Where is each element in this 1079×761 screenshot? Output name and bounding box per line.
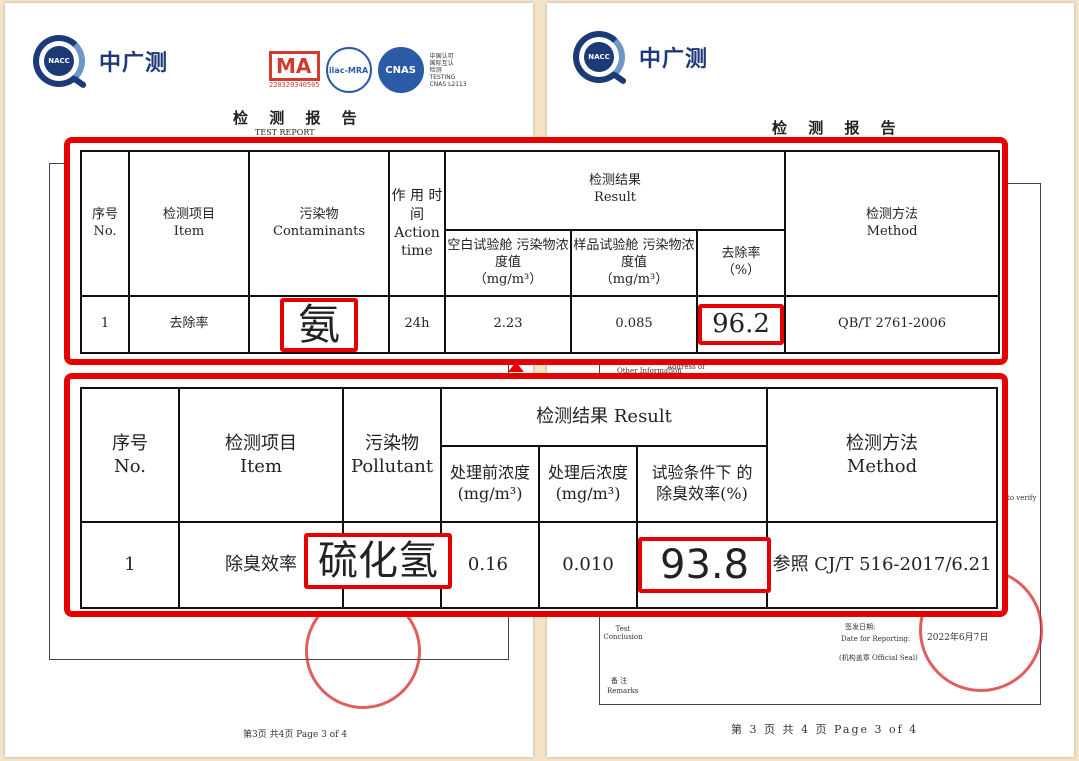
remarks-label-cn: 备 注: [611, 677, 628, 685]
other-info-label: Other Information: [617, 367, 682, 375]
report-title: 检 测 报 告: [772, 119, 904, 137]
cell-blank: 2.23: [444, 295, 572, 354]
cnas-caption: 中国认可 国际互认 检测 TESTING CNAS L2113: [429, 52, 467, 88]
report-title: 检 测 报 告: [233, 109, 365, 127]
logo-text: 中广测: [639, 47, 709, 72]
cma-mark: MA 220320340505: [269, 51, 320, 89]
cell-removal: 96.2: [695, 295, 787, 354]
nacc-logo-icon: NACC: [33, 35, 85, 87]
test-conclusion-label: Test Conclusion: [603, 625, 643, 641]
cell-time: 24h: [388, 295, 446, 354]
page-footer-left: 第3页 共4页 Page 3 of 4: [243, 730, 348, 740]
cell-pollutant: 硫化氢: [304, 521, 452, 609]
cell-no: 1: [80, 295, 130, 354]
cell-sample: 0.085: [570, 295, 698, 354]
removal-rate-highlight: 96.2: [698, 304, 784, 345]
certification-marks: MA 220320340505 ilac-MRA CNAS 中国认可 国际互认 …: [269, 47, 467, 93]
nacc-logo: NACC 中广测: [573, 31, 708, 83]
cell-after: 0.010: [538, 521, 638, 609]
cell-contaminant: 氨: [248, 295, 390, 354]
header-blank-chamber: 空白试验舱 污染物浓度值（mg/m³）: [444, 228, 572, 298]
page-footer-right: 第 3 页 共 4 页 Page 3 of 4: [731, 723, 919, 736]
contaminant-highlight: 氨: [279, 297, 358, 352]
cell-before: 0.16: [440, 521, 540, 609]
cell-no: 1: [80, 521, 180, 609]
cell-method: QB/T 2761-2006: [784, 295, 1001, 354]
header-after: 处理后浓度(mg/m³): [538, 445, 638, 523]
nacc-logo: NACC 中广测: [33, 35, 168, 87]
ilac-mra-badge: ilac-MRA: [325, 47, 372, 93]
cnas-badge: CNAS: [377, 47, 424, 93]
pollutant-highlight: 硫化氢: [304, 533, 452, 589]
sign-date-en: Date for Reporting:: [841, 635, 911, 643]
to-verify-text: to verify: [1007, 494, 1037, 502]
header-removal-rate: 去除率（%）: [695, 228, 787, 298]
address-label: Address of: [667, 363, 705, 371]
cell-item: 去除率: [128, 295, 250, 354]
logo-text: 中广测: [99, 51, 169, 76]
official-seal-label: (机构盖章 Official Seal): [839, 654, 918, 662]
remarks-label-en: Remarks: [607, 687, 639, 695]
header-before: 处理前浓度(mg/m³): [440, 445, 540, 523]
header-sample-chamber: 样品试验舱 污染物浓度值（mg/m³）: [570, 228, 698, 298]
header-efficiency: 试验条件下 的除臭效率(%): [635, 445, 769, 523]
nacc-logo-icon: NACC: [573, 31, 625, 83]
efficiency-highlight: 93.8: [638, 537, 772, 593]
cell-method: 参照 CJ/T 516-2017/6.21: [766, 521, 999, 609]
cell-efficiency: 93.8: [635, 521, 772, 609]
report-subtitle: TEST REPORT: [255, 128, 315, 137]
callout-pointer: [508, 362, 524, 372]
header-result: 检测结果 Result: [439, 387, 769, 447]
sign-date-label: 签发日期:: [845, 623, 876, 631]
